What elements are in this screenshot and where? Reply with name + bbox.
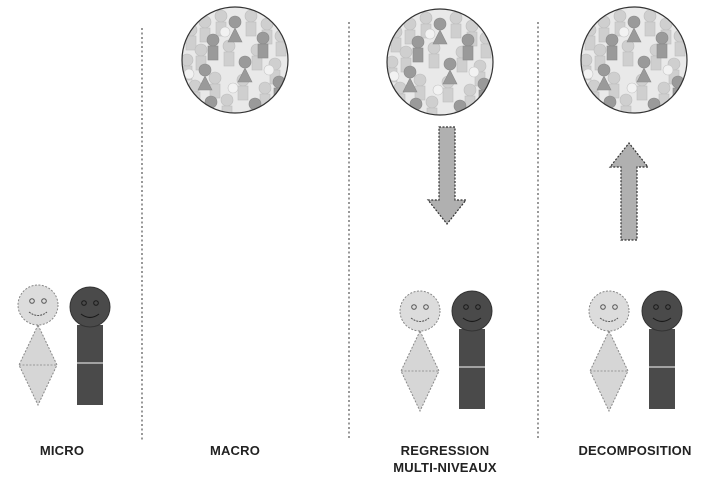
crowd-circle-icon (580, 7, 687, 124)
label-micro: MICRO (39, 443, 85, 458)
label-multilevel: REGRESSION MULTI-NIVEAUX (380, 442, 510, 476)
arrow-up-icon (608, 142, 650, 241)
arrow-down-icon (426, 126, 468, 225)
smiley-person-dark-icon (69, 286, 111, 406)
smiley-person-dark-icon (641, 290, 683, 410)
smiley-person-light-icon (17, 284, 59, 406)
smiley-person-light-icon (399, 290, 441, 412)
smiley-person-light-icon (588, 290, 630, 412)
label-multilevel-line1: REGRESSION (400, 443, 490, 458)
label-macro: MACRO (209, 443, 261, 458)
label-decomposition: DECOMPOSITION (578, 443, 692, 458)
crowd-circle-icon (181, 7, 288, 124)
label-multilevel-line2: MULTI-NIVEAUX (393, 460, 497, 475)
crowd-circle-icon (386, 9, 493, 126)
smiley-person-dark-icon (451, 290, 493, 410)
